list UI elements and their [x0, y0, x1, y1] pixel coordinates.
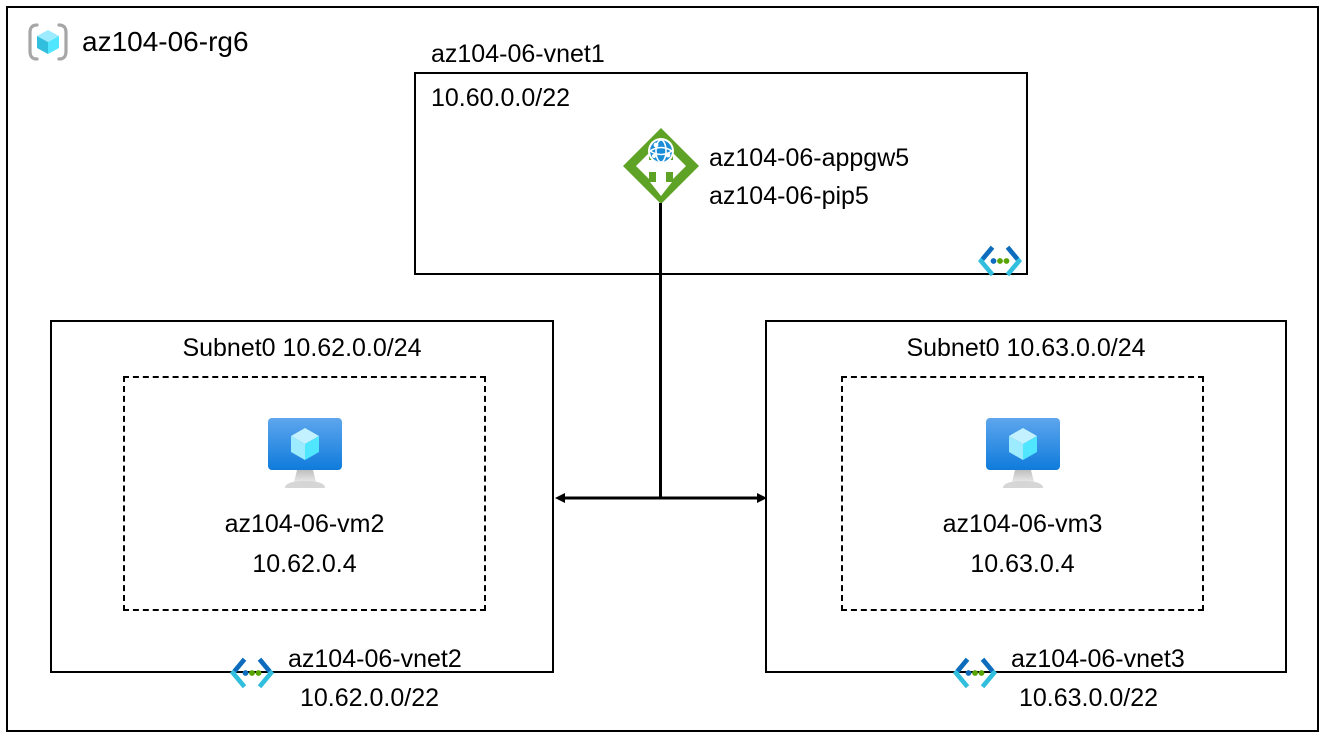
vnet1-boundary: [414, 72, 1028, 275]
resource-group-header: az104-06-rg6: [26, 20, 249, 64]
vnet2-footer-cidr: 10.62.0.0/22: [300, 684, 440, 712]
vnet3-footer-cidr: 10.63.0.0/22: [1019, 684, 1159, 712]
virtual-machine-icon: [975, 412, 1071, 494]
vnet2-boundary: [50, 320, 554, 673]
resource-group-name: az104-06-rg6: [82, 26, 249, 57]
gateway-connector-line: [659, 203, 662, 499]
gateway-name: az104-06-appgw5: [709, 144, 910, 172]
vnet2-vm-name: az104-06-vm2: [224, 510, 385, 538]
vnet3-vm-name: az104-06-vm3: [942, 510, 1103, 538]
vnet3-vm-ip: 10.63.0.4: [970, 550, 1075, 578]
application-gateway-icon: [619, 124, 703, 208]
virtual-machine-icon: [257, 412, 353, 494]
vnet-connector-icon: [227, 657, 277, 689]
vnet-peering-arrow: [555, 493, 767, 503]
vnet1-cidr: 10.60.0.0/22: [431, 84, 571, 112]
resource-group-cube-icon: [26, 20, 70, 64]
vnet3-subnet-boundary: [841, 376, 1204, 611]
vnet2-subnet-label: Subnet0 10.62.0.0/24: [182, 334, 422, 362]
vnet-connector-icon: [950, 657, 1000, 689]
vnet2-subnet-boundary: [123, 376, 486, 611]
vnet3-footer-name: az104-06-vnet3: [1011, 645, 1185, 673]
public-ip-name: az104-06-pip5: [709, 182, 869, 210]
vnet-connector-icon: [975, 245, 1025, 277]
vnet3-subnet-label: Subnet0 10.63.0.0/24: [906, 334, 1146, 362]
resource-group-boundary: [6, 6, 1319, 732]
vnet1-title: az104-06-vnet1: [431, 40, 605, 68]
vnet2-footer-name: az104-06-vnet2: [288, 645, 462, 673]
vnet2-vm-ip: 10.62.0.4: [252, 550, 357, 578]
